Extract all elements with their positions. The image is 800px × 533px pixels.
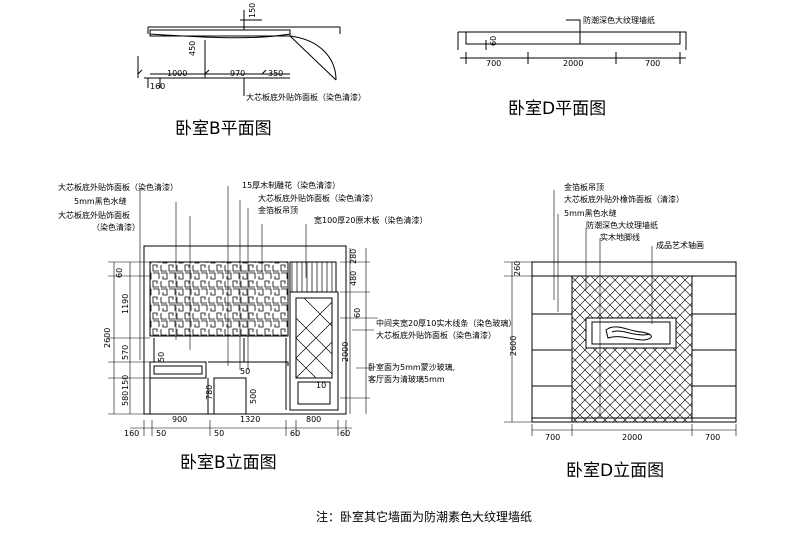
dim-label: 1000 [167,69,187,78]
material-note: 大芯板底外贴饰面板（染色清漆） [376,330,496,340]
material-note: 金箔板吊顶 [258,205,298,215]
dim-label: 1190 [121,294,130,314]
dim-label: 1320 [240,415,260,424]
material-note: 宽100厚20原木板（染色清漆） [314,215,427,225]
plan-d-labels: 60 700 2000 700 防潮深色大纹理墙纸 卧室D平面图 [486,15,660,119]
material-note: 5mm黑色水缝 [74,196,127,206]
elevation-d-labels: 金箔板吊顶 大芯板底外贴外橡饰面板（清漆） 5mm黑色水缝 防潮深色大纹理墙纸 … [509,182,720,481]
dim-label: 700 [545,433,560,442]
dim-label: 2000 [341,342,350,362]
dim-label: 580 [121,391,130,406]
dim-label: 60 [290,429,300,438]
dim-label: 570 [121,345,130,360]
dim-label: 50 [156,429,166,438]
dim-label: 480 [349,271,358,286]
material-note: 大芯板底外贴饰面板 [58,210,130,220]
material-note: 防潮深色大纹理墙纸 [583,15,655,25]
dim-label: 2600 [509,336,518,356]
dim-label: 800 [306,415,321,424]
dim-label: 60 [340,429,350,438]
elevation-b [108,186,378,436]
dim-label: 260 [513,261,522,276]
dim-label: 780 [205,385,214,400]
material-note: 客厅面为清玻璃5mm [368,374,445,384]
material-note: 防潮深色大纹理墙纸 [586,220,658,230]
dim-label: 2000 [622,433,642,442]
material-note: 实木地脚线 [600,232,640,242]
dim-label: 350 [268,69,283,78]
plan-b-labels: 150 450 1000 970 350 160 大芯板底外贴饰面板（染色清漆）… [150,3,366,139]
plan-b [138,10,340,96]
material-note: 大芯板底外贴外橡饰面板（清漆） [564,194,684,204]
dim-label: 2600 [103,328,112,348]
dim-label: 700 [645,59,660,68]
dim-label: 50 [157,352,166,362]
title-plan-b: 卧室B平面图 [175,119,272,139]
dim-label: 500 [249,389,258,404]
elevation-b-labels: 大芯板底外贴饰面板（染色清漆） 5mm黑色水缝 大芯板底外贴饰面板 （染色清漆）… [58,180,516,473]
dim-label: 60 [115,268,124,278]
material-note: 5mm黑色水缝 [564,208,617,218]
material-note: 15厚木制雕花（染色清漆） [242,180,340,190]
title-plan-d: 卧室D平面图 [508,99,606,119]
dim-label: 280 [349,249,358,264]
drawer-dim: 50 [240,367,250,376]
dim-label: 900 [172,415,187,424]
material-note: 大芯板底外贴饰面板（染色清漆） [258,193,378,203]
drawer-dim: 10 [316,381,326,390]
elevation-d [504,190,736,436]
material-note: 大芯板底外贴饰面板（染色清漆） [246,92,366,102]
title-elev-d: 卧室D立面图 [566,461,664,481]
dim-label: 970 [230,69,245,78]
dim-label: 160 [124,429,139,438]
dim-label: 60 [353,308,362,318]
material-note: 成品艺术轴画 [656,240,704,250]
dim-label: 150 [121,375,130,390]
footnote: 注：卧室其它墙面为防潮素色大纹理墙纸 [316,509,532,524]
dim-label: 150 [248,3,257,18]
material-note: （染色清漆） [92,222,140,232]
dim-label: 2000 [563,59,583,68]
dim-label: 700 [705,433,720,442]
plan-d [458,20,686,64]
material-note: 中间夹宽20厚10实木线条（染色玻璃） [376,318,516,328]
dim-label: 50 [214,429,224,438]
dim-label: 450 [188,41,197,56]
title-elev-b: 卧室B立面图 [180,453,277,473]
material-note: 卧室面为5mm蒙沙玻璃, [368,362,455,372]
material-note: 大芯板底外贴饰面板（染色清漆） [58,182,178,192]
dim-label: 700 [486,59,501,68]
dim-label: 160 [150,82,165,91]
material-note: 金箔板吊顶 [564,182,604,192]
dim-label: 60 [489,36,498,46]
